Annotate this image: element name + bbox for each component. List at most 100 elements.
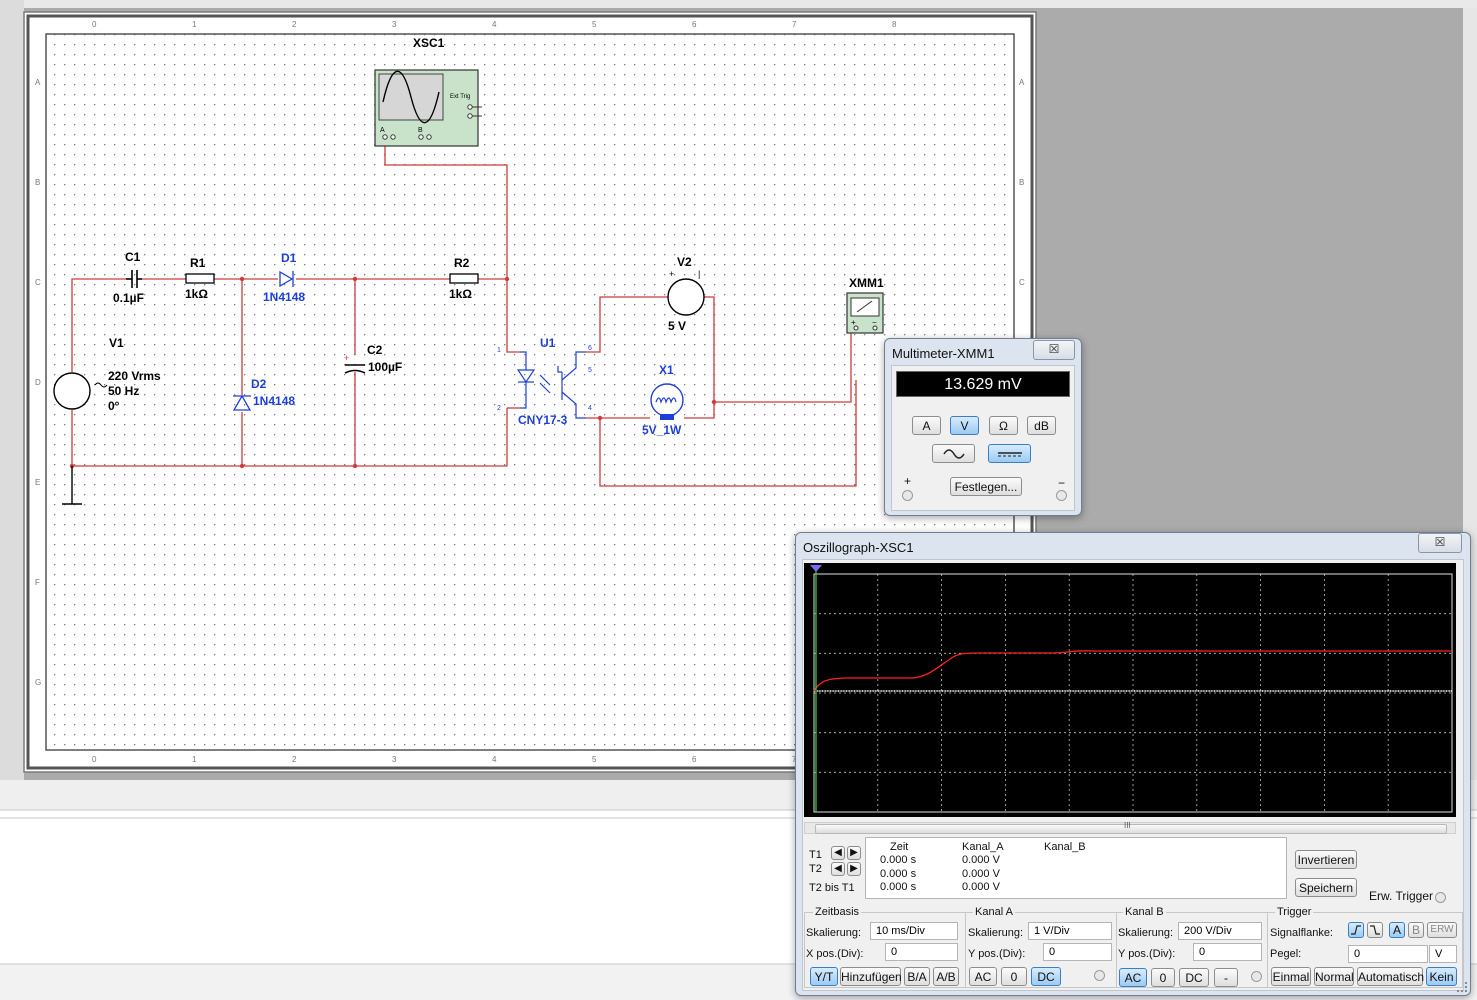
channel-a-scale-field[interactable]: 1 V/Div — [1028, 922, 1112, 940]
mode-decibel-button[interactable]: dB — [1027, 416, 1056, 435]
mode-volt-button[interactable]: V — [950, 416, 979, 435]
c1-value: 0.1µF — [113, 291, 144, 305]
channel-a-dc-button[interactable]: DC — [1031, 967, 1061, 986]
dc-source-v2[interactable]: + | — [667, 269, 705, 316]
trigger-source-ext-button[interactable]: ERW — [1427, 922, 1457, 938]
svg-text:4: 4 — [492, 755, 497, 764]
settings-button[interactable]: Festlegen... — [950, 477, 1022, 496]
add-button[interactable]: Hinzufügen — [840, 967, 902, 986]
mode-ohm-button[interactable]: Ω — [989, 416, 1018, 435]
plus-terminal[interactable] — [902, 490, 913, 501]
svg-text:0: 0 — [92, 755, 97, 764]
cursor-t1-handle[interactable] — [810, 565, 822, 572]
minus-terminal[interactable] — [1056, 490, 1067, 501]
invert-button[interactable]: Invertieren — [1295, 850, 1357, 869]
trigger-none-button[interactable]: Kein — [1426, 967, 1457, 986]
trigger-source-a-button[interactable]: A — [1389, 922, 1405, 938]
trigger-level-unit[interactable]: V — [1429, 945, 1457, 963]
channel-a-ypos-field[interactable]: 0 — [1043, 943, 1112, 961]
resize-grip[interactable] — [1457, 982, 1467, 992]
timebase-scale-label: Skalierung: — [806, 927, 862, 939]
multimeter-panel: 13.629 mV A V Ω dB + − Festlegen... — [891, 365, 1075, 511]
capacitor-c2[interactable]: + — [344, 353, 366, 374]
ac-source-v1[interactable] — [53, 372, 108, 410]
d2-label: D2 — [251, 377, 267, 391]
channel-b-terminal[interactable] — [1251, 971, 1262, 982]
ext-trigger-label: Erw. Trigger — [1369, 889, 1434, 903]
multimeter-xmm1-icon[interactable]: + − — [846, 292, 884, 334]
resistor-r1[interactable] — [185, 273, 215, 284]
falling-edge-button[interactable] — [1367, 922, 1383, 938]
channel-b-zero-button[interactable]: 0 — [1151, 968, 1175, 987]
rising-edge-button[interactable] — [1348, 922, 1364, 938]
diode-d1[interactable] — [279, 270, 294, 288]
ext-trigger-terminal[interactable] — [1435, 892, 1446, 903]
optocoupler-u1[interactable] — [516, 351, 586, 419]
channel-b-scale-field[interactable]: 200 V/Div — [1178, 922, 1262, 940]
trigger-group — [1267, 912, 1463, 988]
svg-text:6: 6 — [692, 755, 697, 764]
resistor-r2[interactable] — [449, 273, 479, 284]
trigger-normal-button[interactable]: Normal — [1314, 967, 1354, 986]
oscilloscope-scrollbar[interactable]: III — [804, 821, 1456, 834]
timebase-scale-field[interactable]: 10 ms/Div — [870, 922, 958, 940]
xsc1-label: XSC1 — [413, 36, 445, 50]
trigger-level-field[interactable]: 0 — [1348, 945, 1428, 963]
t2-right-arrow-button[interactable]: ▶ — [847, 862, 861, 876]
oscilloscope-xsc1-icon[interactable] — [374, 69, 482, 147]
svg-text:+: + — [669, 269, 674, 279]
yt-button[interactable]: Y/T — [810, 967, 838, 986]
u1-label: U1 — [540, 336, 556, 350]
timebase-xpos-field[interactable]: 0 — [885, 943, 958, 961]
channel-a-header: Kanal_A — [962, 841, 1004, 853]
scroll-grip: III — [1124, 821, 1131, 830]
minus-terminal-label: − — [1058, 476, 1066, 490]
delta-channel-a: 0.000 V — [962, 881, 1000, 893]
svg-text:6: 6 — [692, 20, 697, 29]
cursor-delta-label: T2 bis T1 — [809, 882, 855, 894]
ba-button[interactable]: B/A — [904, 967, 930, 986]
svg-text:F: F — [35, 578, 40, 587]
lamp-x1[interactable] — [650, 383, 684, 420]
capacitor-c1[interactable] — [126, 270, 142, 288]
ac-mode-button[interactable] — [932, 444, 975, 463]
cursor-t2-label: T2 — [809, 863, 822, 875]
trigger-source-b-button[interactable]: B — [1408, 922, 1424, 938]
channel-b-ypos-field[interactable]: 0 — [1193, 943, 1262, 961]
channel-a-zero-button[interactable]: 0 — [1001, 967, 1027, 986]
channel-b-title: Kanal B — [1123, 906, 1166, 918]
xmm1-label: XMM1 — [849, 276, 884, 290]
multimeter-close-button[interactable]: ☒ — [1033, 340, 1075, 360]
multimeter-dialog: Multimeter-XMM1 ☒ 13.629 mV A V Ω dB + −… — [884, 338, 1082, 516]
v2-value: 5 V — [668, 319, 686, 333]
oscilloscope-close-button[interactable]: ☒ — [1418, 533, 1462, 553]
save-button[interactable]: Speichern — [1295, 878, 1357, 897]
channel-b-ac-button[interactable]: AC — [1119, 968, 1147, 987]
t1-time: 0.000 s — [880, 854, 917, 866]
u1-value: CNY17-3 — [518, 413, 568, 427]
timebase-title: Zeitbasis — [813, 906, 862, 918]
svg-text:|: | — [698, 269, 700, 279]
svg-text:3: 3 — [392, 20, 397, 29]
svg-text:+: + — [344, 353, 349, 363]
mode-ampere-button[interactable]: A — [912, 416, 941, 435]
t2-left-arrow-button[interactable]: ◀ — [831, 862, 845, 876]
trigger-auto-button[interactable]: Automatisch — [1357, 967, 1424, 986]
trigger-single-button[interactable]: Einmal — [1271, 967, 1311, 986]
t1-left-arrow-button[interactable]: ◀ — [831, 846, 845, 860]
timebase-xpos-label: X pos.(Div): — [806, 948, 864, 960]
t1-right-arrow-button[interactable]: ▶ — [847, 846, 861, 860]
channel-a-ac-button[interactable]: AC — [969, 967, 997, 986]
channel-b-scale-label: Skalierung: — [1118, 927, 1174, 939]
ab-button[interactable]: A/B — [933, 967, 959, 986]
xsc1-ext-trig-label: Ext Trig — [450, 94, 470, 100]
channel-b-dc-button[interactable]: DC — [1179, 968, 1209, 987]
channel-a-terminal[interactable] — [1094, 970, 1105, 981]
channel-b-minus-button[interactable]: - — [1214, 968, 1238, 987]
diode-d2[interactable] — [232, 394, 252, 411]
channel-b-header: Kanal_B — [1044, 841, 1086, 853]
dc-mode-button[interactable] — [988, 444, 1031, 463]
cursor-t1-label: T1 — [809, 849, 822, 861]
c2-value: 100µF — [368, 360, 402, 374]
